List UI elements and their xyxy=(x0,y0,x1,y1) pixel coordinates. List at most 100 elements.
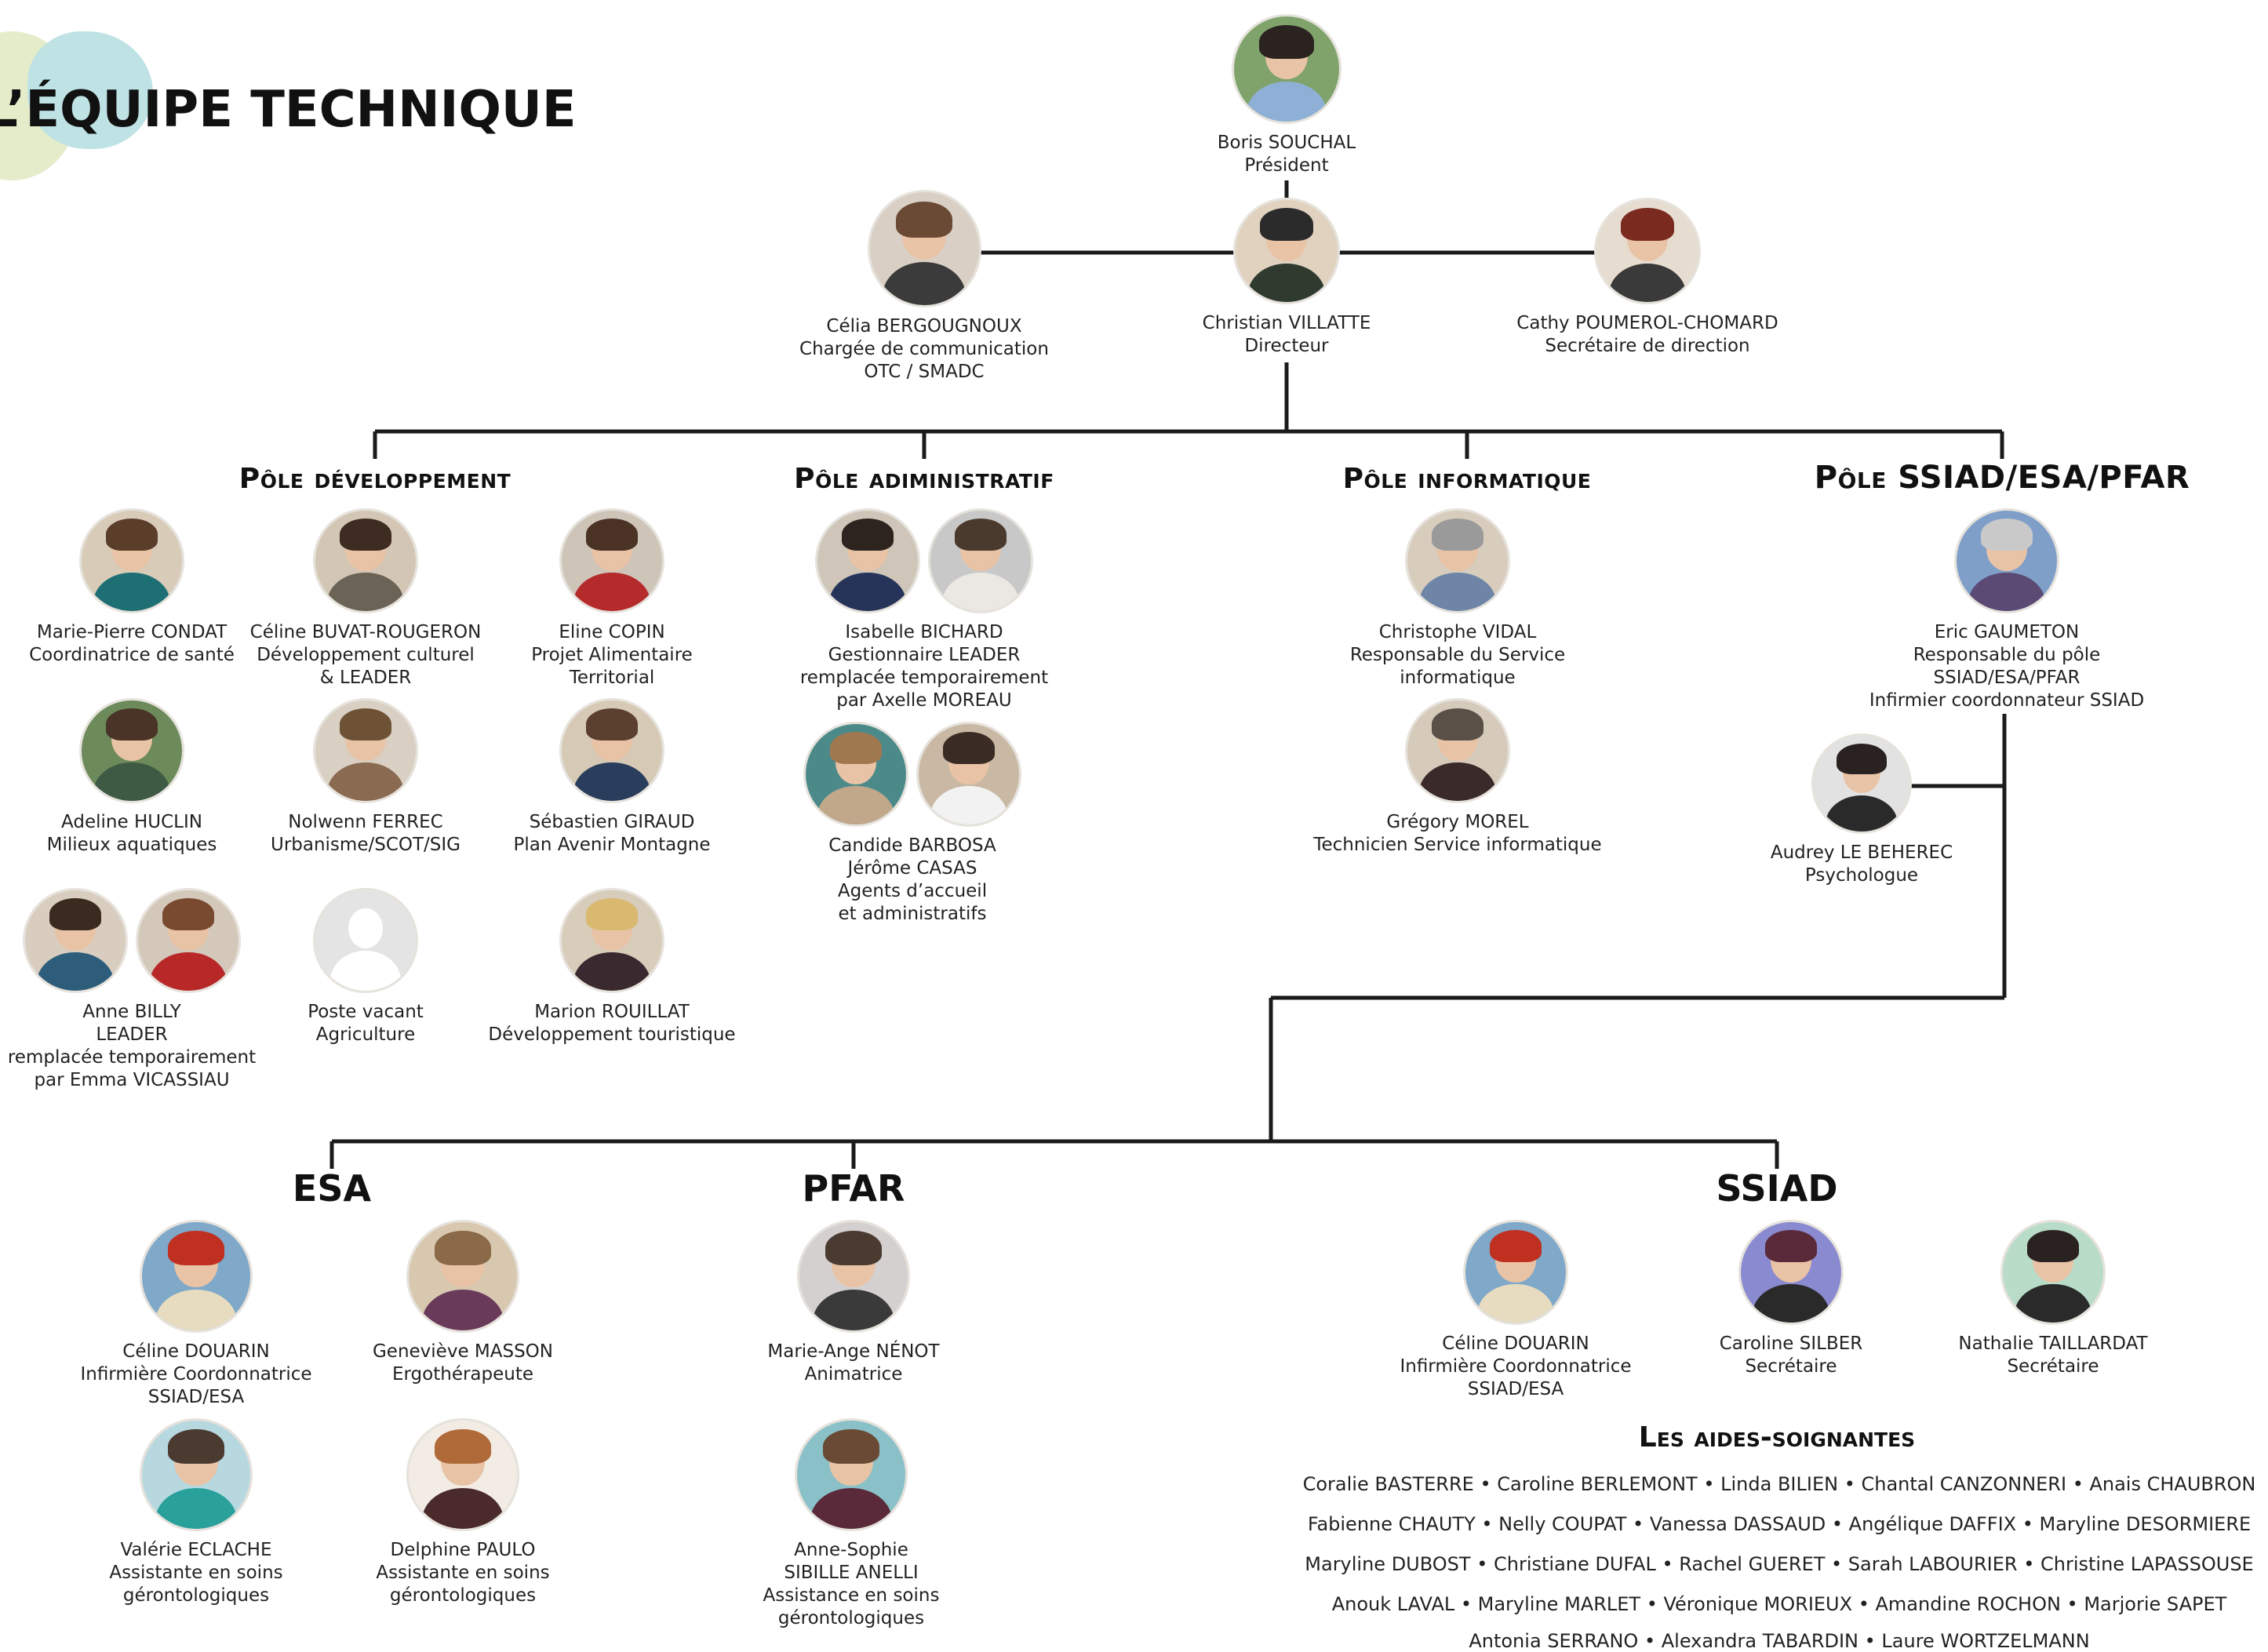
vacant-person-icon xyxy=(313,888,418,993)
person-name: Grégory MOREL xyxy=(1386,812,1529,832)
avatar xyxy=(313,698,418,803)
person-admin-2: Candide BARBOSA Jérôme CASAS Agents d’ac… xyxy=(708,722,1116,926)
person-name: Caroline SILBER xyxy=(1719,1334,1863,1354)
person-name: Cathy POUMEROL-CHOMARD xyxy=(1516,313,1778,333)
avatar xyxy=(140,1220,253,1333)
avatar xyxy=(795,1418,908,1531)
person-role: & LEADER xyxy=(319,668,412,688)
avatar xyxy=(1405,698,1510,803)
person-name: Boris SOUCHAL xyxy=(1217,133,1356,153)
section-heading-pfar: PFAR xyxy=(802,1167,905,1210)
person-name: Eric GAUMETON xyxy=(1934,622,2080,642)
person-name: Nathalie TAILLARDAT xyxy=(1958,1334,2148,1354)
person-esa-2: Geneviève MASSON Ergothérapeute xyxy=(259,1220,667,1386)
person-name: Nolwenn FERREC xyxy=(288,812,443,832)
pole-heading-informatique: Pôle informatique xyxy=(1342,463,1592,495)
person-president: Boris SOUCHAL Président xyxy=(1083,14,1491,177)
section-heading-ssiad: SSIAD xyxy=(1716,1167,1838,1210)
person-role: LEADER xyxy=(96,1024,168,1045)
person-dev-1: Marie-Pierre CONDAT Coordinatrice de san… xyxy=(0,508,336,667)
person-ssiad-team-1: Céline DOUARIN Infirmière Coordonnatrice… xyxy=(1312,1220,1720,1401)
person-secretary-direction: Cathy POUMEROL-CHOMARD Secrétaire de dir… xyxy=(1443,198,1851,358)
person-dev-6: Sébastien GIRAUD Plan Avenir Montagne xyxy=(408,698,816,857)
aides-soignantes-heading: Les aides-soignantes xyxy=(1638,1421,1916,1454)
person-role: gérontologiques xyxy=(122,1585,270,1606)
avatar xyxy=(2000,1220,2106,1325)
pole-heading-ssiad: Pôle SSIAD/ESA/PFAR xyxy=(1814,460,2190,496)
person-role: Agriculture xyxy=(315,1024,416,1045)
person-role: Responsable du pôle xyxy=(1913,645,2101,665)
avatar xyxy=(1594,198,1701,304)
avatar xyxy=(1738,1220,1844,1325)
person-name: Célia BERGOUGNOUX xyxy=(826,316,1022,337)
page-title: L’ÉQUIPE TECHNIQUE xyxy=(0,81,577,139)
aides-soignantes-line: Antonia SERRANO • Alexandra TABARDIN • L… xyxy=(1469,1630,2090,1652)
person-director: Christian VILLATTE Directeur xyxy=(1083,198,1491,358)
person-role: Assistante en soins xyxy=(109,1563,283,1583)
person-role: Infirmière Coordonnatrice xyxy=(1400,1356,1632,1377)
person-role: Agents d’accueil xyxy=(837,881,988,901)
person-role: Développement culturel xyxy=(257,645,475,665)
person-role: SSIAD/ESA xyxy=(1467,1379,1564,1399)
person-name: Adeline HUCLIN xyxy=(61,812,202,832)
person-name: Céline DOUARIN xyxy=(1442,1334,1589,1354)
avatar xyxy=(867,190,981,307)
avatar xyxy=(916,722,1021,827)
avatar xyxy=(1811,733,1912,834)
person-dev-7: Anne BILLY LEADER remplacée temporaireme… xyxy=(0,888,336,1092)
avatar xyxy=(1405,508,1510,613)
person-name: Marion ROUILLAT xyxy=(534,1002,690,1022)
person-dev-8-vacant: Poste vacant Agriculture xyxy=(162,888,570,1046)
person-role: par Emma VICASSIAU xyxy=(34,1070,230,1090)
person-ssiad-head: Eric GAUMETON Responsable du pôle SSIAD/… xyxy=(1803,508,2211,712)
person-role: Coordinatrice de santé xyxy=(29,645,235,665)
person-dev-9: Marion ROUILLAT Développement touristiqu… xyxy=(408,888,816,1046)
person-role: gérontologiques xyxy=(389,1585,537,1606)
person-role: Chargée de communication xyxy=(799,339,1049,359)
person-role: Plan Avenir Montagne xyxy=(513,835,711,855)
decorative-blob-blue xyxy=(27,31,153,149)
person-pfar-2: Anne-Sophie SIBILLE ANELLI Assistance en… xyxy=(647,1418,1055,1630)
person-dev-4: Adeline HUCLIN Milieux aquatiques xyxy=(0,698,336,857)
person-info-1: Christophe VIDAL Responsable du Service … xyxy=(1254,508,1662,690)
person-esa-4: Delphine PAULO Assistante en soins géron… xyxy=(259,1418,667,1607)
person-name: Christophe VIDAL xyxy=(1378,622,1537,642)
aides-soignantes-line: Anouk LAVAL • Maryline MARLET • Véroniqu… xyxy=(1331,1593,2227,1615)
person-role: Projet Alimentaire xyxy=(531,645,693,665)
person-role: Infirmière Coordonnatrice xyxy=(80,1364,312,1385)
person-ssiad-psy: Audrey LE BEHEREC Psychologue xyxy=(1658,733,2066,887)
avatar xyxy=(559,698,664,803)
person-name: Poste vacant xyxy=(308,1002,424,1022)
person-name: Jérôme CASAS xyxy=(847,858,977,879)
person-name: Marie-Pierre CONDAT xyxy=(36,622,228,642)
avatar xyxy=(23,888,128,993)
person-role: Territorial xyxy=(569,668,655,688)
person-role: et administratifs xyxy=(838,904,987,924)
avatar xyxy=(406,1418,519,1531)
avatar xyxy=(406,1220,519,1333)
person-role: informatique xyxy=(1400,668,1516,688)
aides-soignantes-line: Maryline DUBOST • Christiane DUFAL • Rac… xyxy=(1305,1553,2254,1575)
person-name: Anne BILLY xyxy=(82,1002,181,1022)
avatar xyxy=(313,508,418,613)
person-role: Gestionnaire LEADER xyxy=(828,645,1021,665)
avatar xyxy=(140,1418,253,1531)
avatar xyxy=(1232,14,1342,124)
person-name: Isabelle BICHARD xyxy=(845,622,1003,642)
person-role: Développement touristique xyxy=(488,1024,736,1045)
person-name: Sébastien GIRAUD xyxy=(529,812,695,832)
person-role: Infirmier coordonnateur SSIAD xyxy=(1869,690,2145,711)
person-role: Psychologue xyxy=(1804,865,1919,886)
person-role: Technicien Service informatique xyxy=(1313,835,1602,855)
person-name: Céline DOUARIN xyxy=(122,1341,270,1362)
pole-heading-developpement: Pôle développement xyxy=(238,463,511,495)
person-admin-1: Isabelle BICHARD Gestionnaire LEADER rem… xyxy=(720,508,1128,712)
person-role: gérontologiques xyxy=(777,1608,925,1628)
person-esa-1: Céline DOUARIN Infirmière Coordonnatrice… xyxy=(0,1220,400,1409)
person-role: remplacée temporairement xyxy=(799,668,1049,688)
person-role: SSIAD/ESA/PFAR xyxy=(1933,668,2081,688)
aides-soignantes-line: Fabienne CHAUTY • Nelly COUPAT • Vanessa… xyxy=(1307,1513,2252,1535)
person-ssiad-team-2: Caroline SILBER Secrétaire xyxy=(1587,1220,1995,1378)
person-dev-3: Eline COPIN Projet Alimentaire Territori… xyxy=(408,508,816,690)
person-role: SSIAD/ESA xyxy=(147,1387,245,1407)
